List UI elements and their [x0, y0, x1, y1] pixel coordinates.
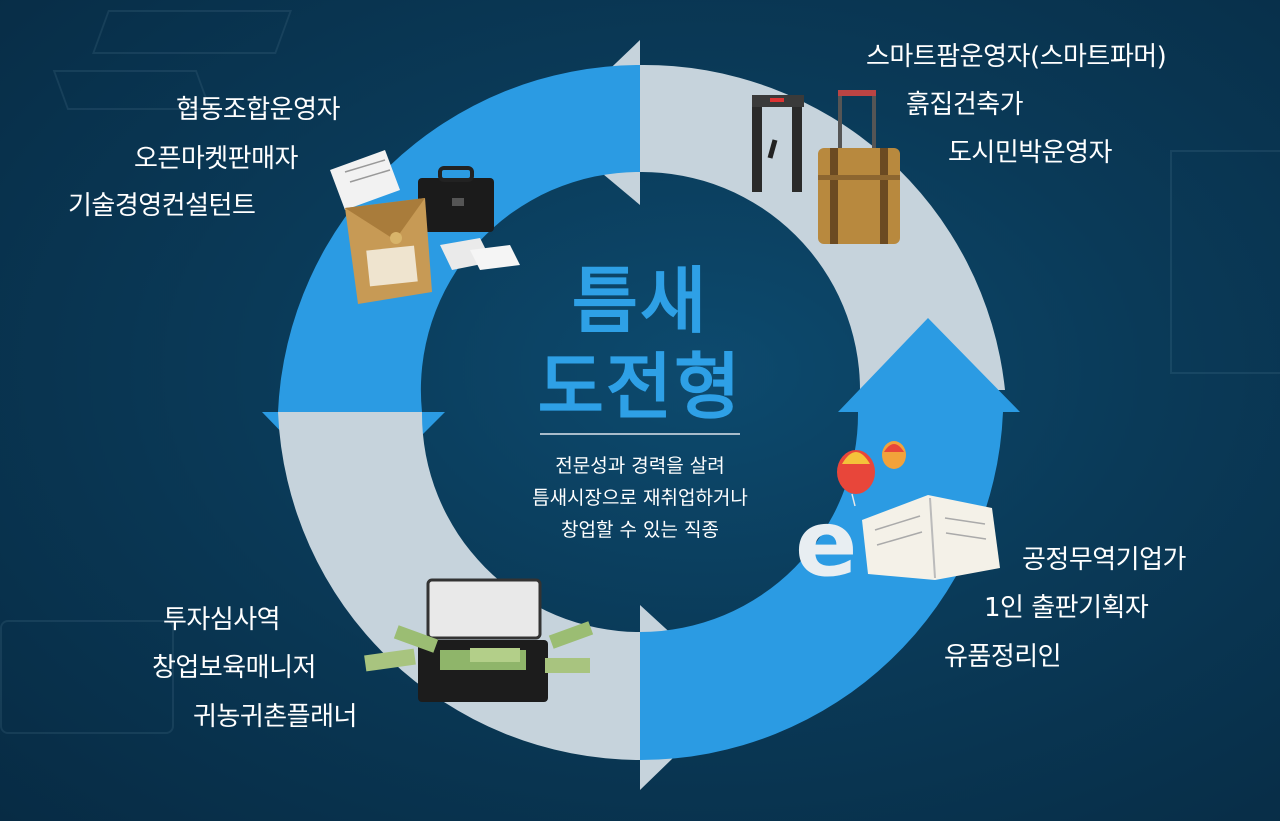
job-label: 스마트팜운영자(스마트파머) — [866, 40, 1166, 74]
center-divider — [540, 433, 740, 435]
job-label: 도시민박운영자 — [948, 136, 1112, 170]
center-title-line: 틈새 — [480, 258, 800, 344]
job-label: 투자심사역 — [163, 603, 280, 637]
center-title: 틈새 도전형 — [480, 258, 800, 430]
job-label: 흙집건축가 — [906, 88, 1023, 122]
center-description: 전문성과 경력을 살려 틈새시장으로 재취업하거나 창업할 수 있는 직종 — [470, 450, 810, 546]
center-description-line: 창업할 수 있는 직종 — [470, 514, 810, 546]
job-label: 창업보육매니저 — [152, 651, 316, 685]
job-label: 귀농귀촌플래너 — [193, 700, 357, 734]
job-label: 오픈마켓판매자 — [134, 142, 298, 176]
job-label: 협동조합운영자 — [176, 93, 340, 127]
job-label: 1인 출판기획자 — [984, 591, 1148, 625]
center-title-line: 도전형 — [480, 344, 800, 430]
job-label: 유품정리인 — [944, 640, 1061, 674]
job-label: 공정무역기업가 — [1022, 543, 1186, 577]
center-description-line: 전문성과 경력을 살려 — [470, 450, 810, 482]
center-description-line: 틈새시장으로 재취업하거나 — [470, 482, 810, 514]
job-label: 기술경영컨설턴트 — [68, 189, 255, 223]
